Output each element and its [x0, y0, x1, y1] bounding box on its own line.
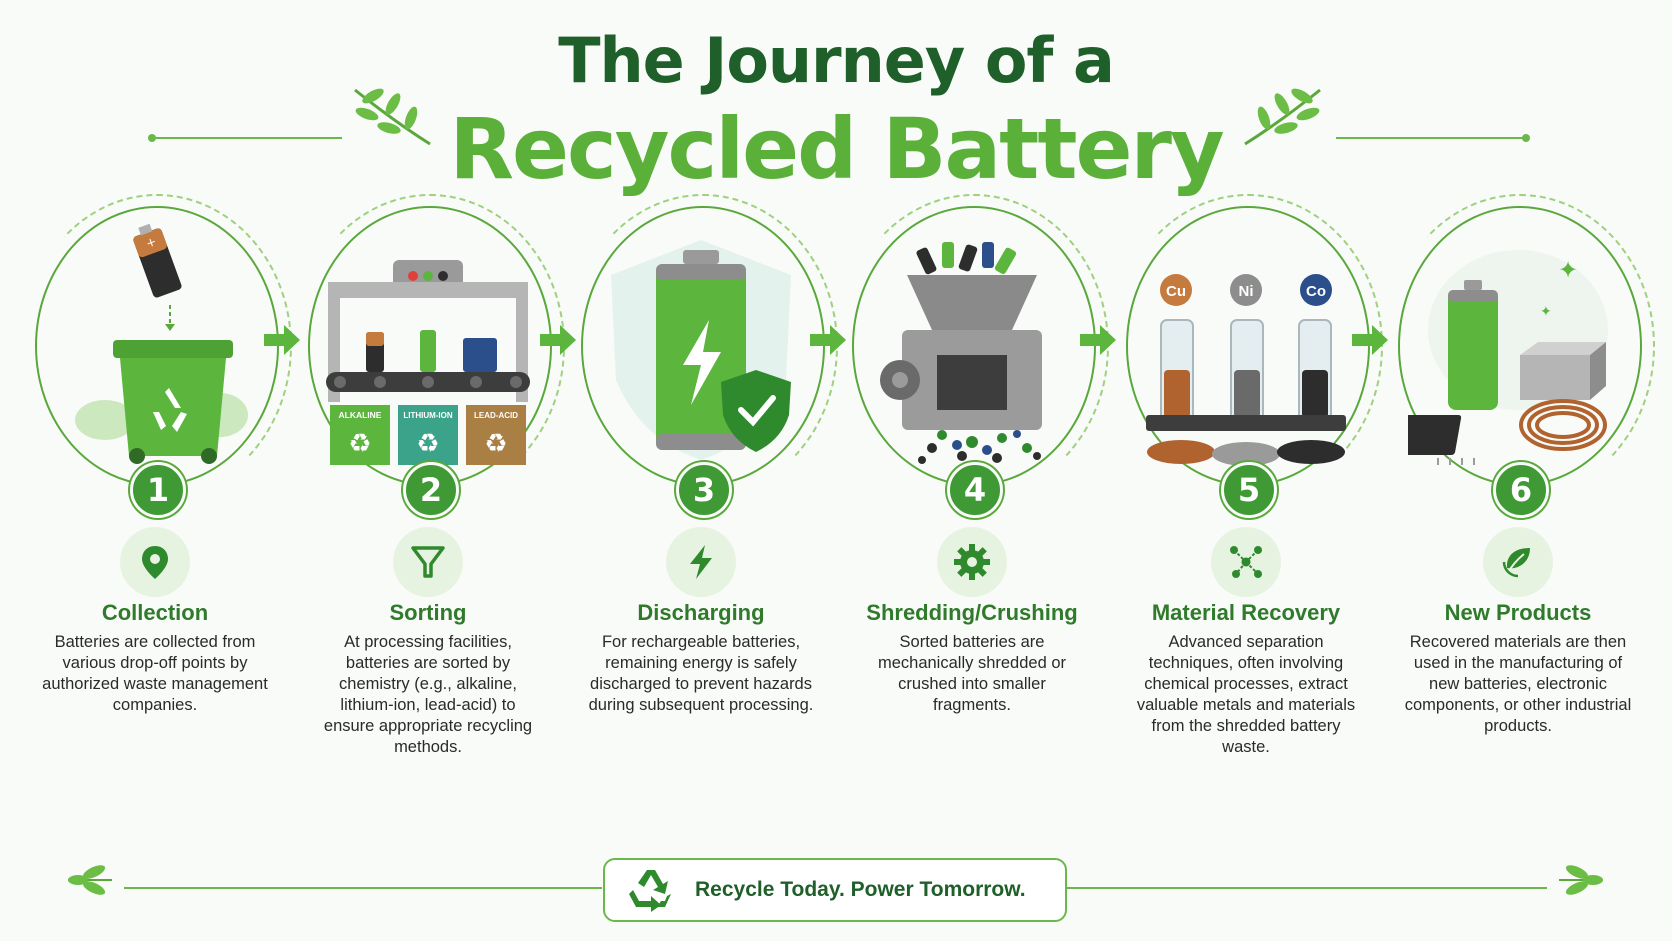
sorting-conveyor-illustration: ALKALINE LITHIUM-ION LEAD-ACID ♻ ♻ ♻ [326, 260, 530, 465]
step-description: At processing facilities, batteries are … [323, 633, 533, 756]
svg-text:✦: ✦ [1540, 304, 1552, 320]
bin-label: ALKALINE [339, 410, 382, 420]
step-title: Discharging [637, 600, 765, 625]
new-products-illustration: ✦ ✦ [1408, 250, 1608, 465]
arrow-right-icon [264, 325, 300, 355]
filter-icon [411, 546, 445, 578]
shredder-machine-illustration [880, 242, 1042, 464]
arrow-right-icon [1352, 325, 1388, 355]
title-line-1: The Journey of a [558, 24, 1115, 97]
step-title: Material Recovery [1151, 600, 1341, 625]
bin-label: LEAD-ACID [474, 411, 518, 420]
lightning-bolt-icon [690, 545, 712, 579]
header-line-dot-right [1522, 134, 1530, 142]
step-description: For rechargeable batteries, remaining en… [588, 633, 814, 714]
svg-text:♻: ♻ [484, 429, 507, 459]
recycle-icon [629, 870, 671, 912]
step-description: Advanced separation techniques, often in… [1136, 633, 1356, 756]
eco-leaf-icon [1502, 548, 1530, 578]
material-tubes-illustration: Cu Ni Co [1146, 274, 1346, 466]
footer-slogan: Recycle Today. Power Tomorrow. [695, 878, 1026, 901]
step-title: New Products [1444, 600, 1592, 625]
step-number: 3 [676, 462, 732, 518]
leaf-branch-icon [1244, 88, 1321, 146]
metal-label-copper: Cu [1166, 283, 1186, 300]
bin-label: LITHIUM-ION [403, 411, 453, 420]
step-number: 4 [947, 462, 1003, 518]
svg-text:✦: ✦ [1558, 256, 1578, 284]
step-number: 5 [1221, 462, 1277, 518]
step-number: 1 [130, 462, 186, 518]
svg-text:♻: ♻ [416, 429, 439, 459]
molecule-network-icon [1230, 546, 1262, 578]
step-title: Shredding/Crushing [866, 600, 1078, 625]
svg-text:+: + [144, 234, 158, 251]
header-line-right [1336, 137, 1526, 139]
step-title: Sorting [389, 600, 467, 625]
arrow-right-icon [810, 325, 846, 355]
step-number: 2 [403, 462, 459, 518]
leaf-sprig-icon [68, 865, 112, 895]
leaf-sprig-icon [1559, 865, 1603, 895]
battery-shield-illustration [611, 240, 791, 460]
metal-label-cobalt: Co [1306, 283, 1326, 300]
footer-slogan-box: Recycle Today. Power Tomorrow. [603, 858, 1067, 922]
gear-icon [954, 544, 990, 580]
arrow-right-icon [540, 325, 576, 355]
step-description: Sorted batteries are mechanically shredd… [877, 633, 1067, 714]
step-title: Collection [101, 600, 209, 625]
location-pin-icon [142, 546, 168, 579]
leaf-branch-icon [354, 88, 431, 146]
header-line-left [152, 137, 342, 139]
step-number: 6 [1493, 462, 1549, 518]
step-description: Batteries are collected from various dro… [42, 633, 268, 714]
footer-line-left [124, 887, 602, 889]
arrow-right-icon [1080, 325, 1116, 355]
title-line-2: Recycled Battery [449, 100, 1224, 198]
metal-label-nickel: Ni [1239, 283, 1254, 300]
step-description: Recovered materials are then used in the… [1404, 633, 1632, 735]
svg-text:♻: ♻ [348, 429, 371, 459]
footer-line-right [1065, 887, 1547, 889]
recycling-bin-illustration: + [75, 223, 248, 464]
